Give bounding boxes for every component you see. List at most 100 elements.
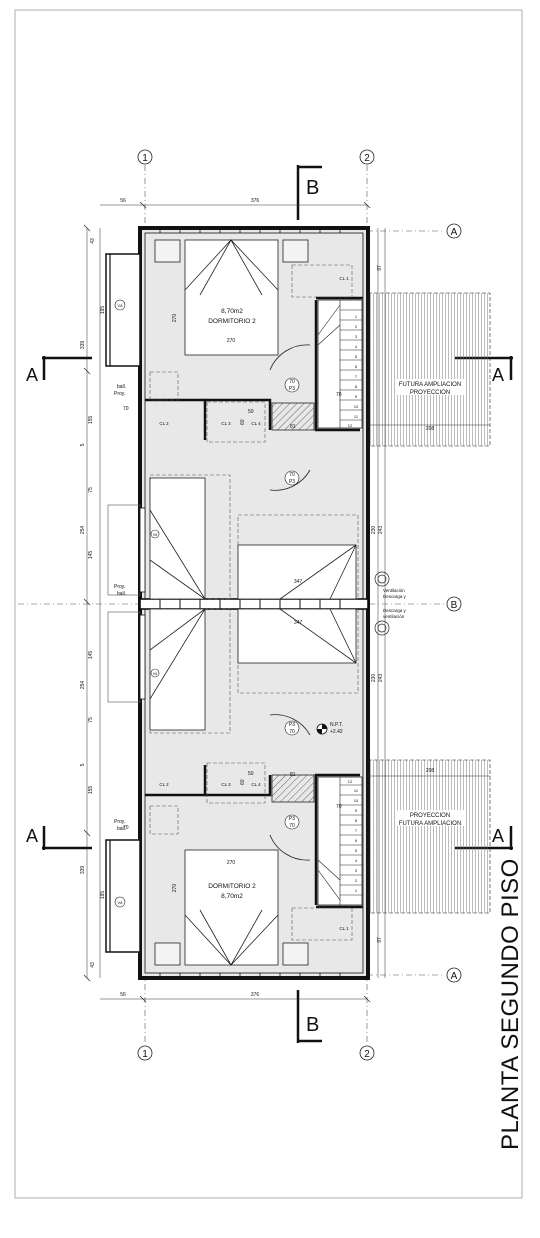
svg-text:339: 339 (80, 866, 86, 875)
svg-text:339: 339 (80, 341, 86, 350)
svg-text:+2.42: +2.42 (330, 729, 343, 735)
svg-text:43: 43 (90, 962, 96, 968)
axis-bubble-1-top: 1 (137, 149, 153, 165)
svg-text:Proy.: Proy. (114, 819, 125, 825)
window-v6-top: V6 (107, 504, 160, 596)
svg-text:PROYECCION: PROYECCION (410, 813, 450, 819)
svg-text:2: 2 (355, 878, 358, 883)
svg-text:254: 254 (80, 681, 86, 690)
svg-text:1: 1 (142, 1049, 148, 1060)
svg-text:75: 75 (88, 717, 94, 723)
svg-text:4: 4 (355, 858, 358, 863)
svg-text:145: 145 (88, 551, 94, 560)
svg-text:P3: P3 (289, 386, 295, 392)
door-swings (269, 344, 311, 861)
svg-text:376: 376 (251, 198, 260, 204)
svg-text:2: 2 (364, 1049, 370, 1060)
svg-text:8: 8 (355, 818, 358, 823)
svg-text:5: 5 (80, 443, 86, 446)
sheet-frame (14, 9, 523, 1199)
svg-text:70: 70 (123, 825, 129, 831)
svg-text:5: 5 (355, 848, 358, 853)
svg-text:70: 70 (336, 804, 342, 810)
svg-text:1: 1 (355, 314, 358, 319)
axis-bubble-1-bottom: 1 (137, 1045, 153, 1061)
svg-text:10: 10 (354, 404, 359, 409)
future-extension-top: FUTURA AMPLIACION PROYECCION (367, 292, 491, 447)
axis-bubble-a-bottom: A (446, 967, 462, 983)
svg-text:PROYECCION: PROYECCION (410, 390, 450, 396)
svg-text:12: 12 (348, 779, 353, 784)
svg-text:5: 5 (355, 354, 358, 359)
svg-text:CL 1: CL 1 (339, 926, 349, 931)
svg-text:43: 43 (90, 238, 96, 244)
shaft-bottom (271, 774, 315, 803)
svg-text:Descarga y: Descarga y (383, 608, 407, 613)
party-wall (139, 598, 369, 610)
svg-text:FUTURA AMPLIACION: FUTURA AMPLIACION (399, 821, 461, 827)
svg-text:DORMITORIO 2: DORMITORIO 2 (208, 318, 256, 325)
svg-text:V8: V8 (118, 303, 124, 308)
svg-text:FUTURA AMPLIACION: FUTURA AMPLIACION (399, 382, 461, 388)
dimension-texts: 56 376 56 376 43 195 339 155 5 75 254 14… (80, 198, 434, 998)
svg-text:3: 3 (355, 868, 358, 873)
svg-text:8,70m2: 8,70m2 (221, 893, 243, 900)
svg-text:70: 70 (289, 472, 295, 478)
section-b-marker-bottom: B (296, 990, 322, 1043)
svg-text:N.P.T.: N.P.T. (330, 722, 343, 728)
svg-text:243: 243 (378, 526, 384, 535)
svg-text:Proy.: Proy. (114, 391, 125, 397)
svg-text:V8: V8 (118, 900, 124, 905)
svg-text:6: 6 (355, 838, 358, 843)
svg-text:270: 270 (227, 860, 236, 866)
axis-bubble-2-bottom: 2 (359, 1045, 375, 1061)
svg-text:1: 1 (142, 153, 148, 164)
svg-text:75: 75 (88, 487, 94, 493)
stairs-bottom: 12 11 10 9 8 7 6 5 4 3 2 1 (317, 776, 363, 906)
svg-text:CL 1: CL 1 (339, 276, 349, 281)
svg-text:6: 6 (355, 364, 358, 369)
section-a-marker-top-left: A (26, 356, 92, 385)
svg-text:3: 3 (355, 334, 358, 339)
bed-middle-bottom (149, 608, 357, 731)
svg-text:270: 270 (172, 884, 178, 893)
svg-text:2: 2 (355, 324, 358, 329)
svg-text:A: A (492, 365, 504, 385)
svg-text:7: 7 (355, 374, 358, 379)
dimension-lines (86, 204, 490, 1000)
svg-text:230: 230 (371, 674, 377, 683)
window-v6-bottom: V6 (107, 611, 160, 703)
svg-text:230: 230 (371, 526, 377, 535)
svg-text:P3: P3 (289, 479, 295, 485)
svg-text:B: B (451, 600, 458, 611)
svg-text:2: 2 (364, 153, 370, 164)
svg-text:60: 60 (240, 779, 246, 785)
notes: ball. Proy. Proy. ball. Proy. ball. Vent… (114, 384, 407, 832)
svg-text:A: A (451, 227, 458, 238)
svg-text:V6: V6 (153, 533, 157, 537)
svg-text:347: 347 (294, 620, 303, 626)
svg-text:7: 7 (355, 828, 358, 833)
svg-text:81: 81 (290, 772, 296, 778)
section-b-marker-top: B (296, 165, 322, 220)
svg-text:P3: P3 (289, 816, 295, 822)
svg-text:56: 56 (120, 992, 126, 998)
svg-text:CL 4: CL 4 (251, 782, 261, 787)
svg-text:81: 81 (290, 424, 296, 430)
svg-text:B: B (306, 177, 319, 199)
svg-text:Proy.: Proy. (114, 584, 125, 590)
axis-bubble-2-top: 2 (359, 149, 375, 165)
interior-walls-top (145, 296, 363, 440)
svg-text:60: 60 (240, 419, 246, 425)
svg-text:9: 9 (355, 808, 358, 813)
axis-bubble-b: B (446, 596, 462, 612)
svg-text:B: B (306, 1014, 319, 1036)
svg-text:A: A (26, 826, 38, 846)
door-tag-p3-4: P3 70 (284, 814, 300, 830)
svg-text:70: 70 (336, 392, 342, 398)
svg-text:376: 376 (251, 992, 260, 998)
wall-block-marks (159, 228, 341, 978)
svg-text:155: 155 (88, 416, 94, 425)
svg-text:CL 2: CL 2 (159, 782, 169, 787)
svg-text:70: 70 (123, 406, 129, 412)
